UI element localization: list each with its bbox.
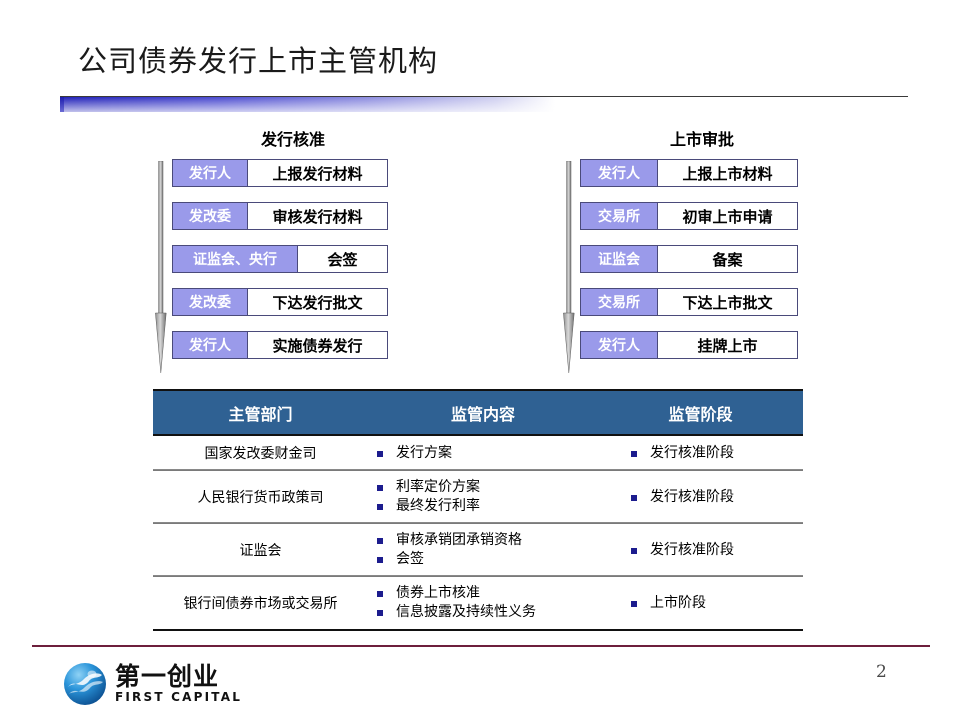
- scope-list: 审核承销团承销资格 会签: [368, 531, 598, 569]
- flowchart-title-left: 发行核准: [260, 130, 325, 149]
- table-header-stage: 监管阶段: [598, 389, 803, 436]
- flow-step-actor: 交易所: [581, 289, 658, 315]
- flow-step-actor: 发改委: [173, 289, 248, 315]
- table-header-row: 主管部门 监管内容 监管阶段: [153, 389, 803, 436]
- flow-step-action: 上报上市材料: [682, 164, 773, 183]
- flowchart-issuance-approval: 发行核准 发行人 上报发行材料 发改委 审核发行材料 证监会、央行 会签: [146, 126, 414, 373]
- stage-list: 发行核准阶段: [598, 541, 803, 560]
- flow-step[interactable]: 证监会 备案: [580, 245, 798, 273]
- flow-step[interactable]: 发行人 挂牌上市: [580, 331, 798, 359]
- flow-step-actor: 发行人: [581, 332, 658, 358]
- cell-department: 银行间债券市场或交易所: [153, 576, 368, 631]
- flow-step-actor: 发改委: [173, 203, 248, 229]
- cell-scope: 债券上市核准 信息披露及持续性义务: [368, 576, 598, 631]
- flow-step-action: 会签: [327, 250, 358, 269]
- flow-step-actor: 发行人: [173, 160, 248, 186]
- regulators-table: 主管部门 监管内容 监管阶段 国家发改委财金司 发行方案 发行核准阶段: [153, 389, 803, 631]
- table-row[interactable]: 人民银行货币政策司 利率定价方案 最终发行利率 发行核准阶段: [153, 470, 803, 524]
- cell-scope: 发行方案: [368, 435, 598, 471]
- list-item: 会签: [374, 550, 598, 569]
- flow-step[interactable]: 发行人 上报发行材料: [172, 159, 388, 187]
- cell-stage: 发行核准阶段: [598, 523, 803, 577]
- flow-step[interactable]: 证监会、央行 会签: [172, 245, 388, 273]
- list-item: 发行核准阶段: [628, 488, 803, 507]
- flowchart-listing-approval: 上市审批 发行人 上报上市材料 交易所 初审上市申请 证监会 备案: [554, 126, 824, 373]
- cell-scope: 审核承销团承销资格 会签: [368, 523, 598, 577]
- cell-scope: 利率定价方案 最终发行利率: [368, 470, 598, 524]
- logo-chinese-name: 第一创业: [115, 662, 220, 691]
- logo-text-group: 第一创业 FIRST CAPITAL: [115, 662, 243, 705]
- list-item: 利率定价方案: [374, 478, 598, 497]
- flow-step[interactable]: 发改委 审核发行材料: [172, 202, 388, 230]
- flow-step[interactable]: 交易所 初审上市申请: [580, 202, 798, 230]
- logo-english-name: FIRST CAPITAL: [115, 690, 243, 704]
- flowchart-title-right: 上市审批: [669, 130, 734, 149]
- table-row[interactable]: 国家发改委财金司 发行方案 发行核准阶段: [153, 435, 803, 471]
- list-item: 发行核准阶段: [628, 541, 803, 560]
- header-gradient-bar: [60, 97, 555, 112]
- flow-step-actor: 交易所: [581, 203, 658, 229]
- list-item: 最终发行利率: [374, 497, 598, 516]
- flow-step-action: 下达发行批文: [272, 293, 363, 312]
- flow-step-actor: 证监会: [581, 246, 658, 272]
- list-item: 上市阶段: [628, 594, 803, 613]
- list-item: 信息披露及持续性义务: [374, 603, 598, 622]
- flow-step[interactable]: 发行人 实施债券发行: [172, 331, 388, 359]
- list-item: 发行核准阶段: [628, 444, 803, 463]
- cell-stage: 发行核准阶段: [598, 470, 803, 524]
- stage-list: 发行核准阶段: [598, 488, 803, 507]
- list-item: 债券上市核准: [374, 584, 598, 603]
- flow-step-action: 下达上市批文: [682, 293, 773, 312]
- flow-step[interactable]: 交易所 下达上市批文: [580, 288, 798, 316]
- page-title: 公司债券发行上市主管机构: [78, 44, 439, 78]
- flow-step-actor: 证监会、央行: [173, 246, 298, 272]
- table-header-scope: 监管内容: [368, 389, 598, 436]
- flow-step-action: 备案: [712, 250, 743, 269]
- table-row[interactable]: 证监会 审核承销团承销资格 会签 发行核准阶段: [153, 523, 803, 577]
- table-row[interactable]: 银行间债券市场或交易所 债券上市核准 信息披露及持续性义务 上市阶段: [153, 576, 803, 631]
- flow-step-action: 初审上市申请: [682, 207, 773, 226]
- cell-department: 国家发改委财金司: [153, 435, 368, 471]
- flow-step-action: 实施债券发行: [272, 336, 363, 355]
- flow-step-action: 审核发行材料: [272, 207, 363, 226]
- flow-step[interactable]: 发行人 上报上市材料: [580, 159, 798, 187]
- company-logo: 第一创业 FIRST CAPITAL: [62, 658, 262, 710]
- down-arrow-icon: [563, 161, 575, 373]
- cell-stage: 发行核准阶段: [598, 435, 803, 471]
- flow-step-actor: 发行人: [173, 332, 248, 358]
- down-arrow-icon: [155, 161, 167, 373]
- stage-list: 上市阶段: [598, 594, 803, 613]
- flow-step-action: 上报发行材料: [272, 164, 363, 183]
- list-item: 审核承销团承销资格: [374, 531, 598, 550]
- list-item: 发行方案: [374, 444, 598, 463]
- header-divider-line: [60, 96, 908, 97]
- scope-list: 债券上市核准 信息披露及持续性义务: [368, 584, 598, 622]
- cell-department: 人民银行货币政策司: [153, 470, 368, 524]
- scope-list: 发行方案: [368, 444, 598, 463]
- flow-step-actor: 发行人: [581, 160, 658, 186]
- regulators-table-container: 主管部门 监管内容 监管阶段 国家发改委财金司 发行方案 发行核准阶段: [153, 389, 803, 631]
- flow-step[interactable]: 发改委 下达发行批文: [172, 288, 388, 316]
- scope-list: 利率定价方案 最终发行利率: [368, 478, 598, 516]
- footer-divider-line: [32, 645, 930, 647]
- table-header-department: 主管部门: [153, 389, 368, 436]
- globe-icon: [64, 663, 106, 705]
- cell-department: 证监会: [153, 523, 368, 577]
- page-number: 2: [876, 662, 887, 682]
- flow-step-action: 挂牌上市: [697, 336, 758, 355]
- cell-stage: 上市阶段: [598, 576, 803, 631]
- stage-list: 发行核准阶段: [598, 444, 803, 463]
